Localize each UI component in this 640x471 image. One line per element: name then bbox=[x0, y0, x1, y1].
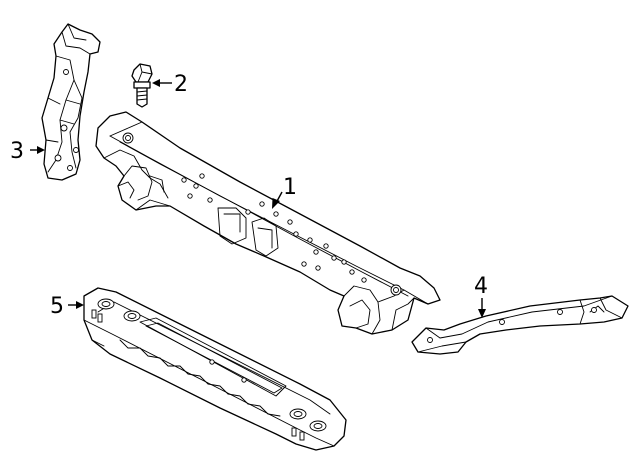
arrow-2 bbox=[152, 79, 160, 87]
part-3-bracket bbox=[41, 23, 101, 181]
callout-2: 2 bbox=[174, 72, 188, 97]
callout-leaders bbox=[30, 79, 486, 318]
callout-5: 5 bbox=[50, 294, 64, 319]
arrow-5 bbox=[76, 301, 84, 309]
part-1-support-beam bbox=[95, 111, 441, 335]
part-4-bracket bbox=[411, 295, 629, 355]
callout-1: 1 bbox=[283, 175, 297, 200]
arrow-3 bbox=[37, 146, 45, 154]
callout-4: 4 bbox=[474, 274, 488, 299]
callout-3: 3 bbox=[10, 139, 24, 164]
arrow-4 bbox=[478, 309, 486, 318]
part-5-lower-rail bbox=[83, 287, 347, 451]
arrow-1 bbox=[272, 198, 280, 209]
part-2-bolt bbox=[131, 63, 153, 108]
